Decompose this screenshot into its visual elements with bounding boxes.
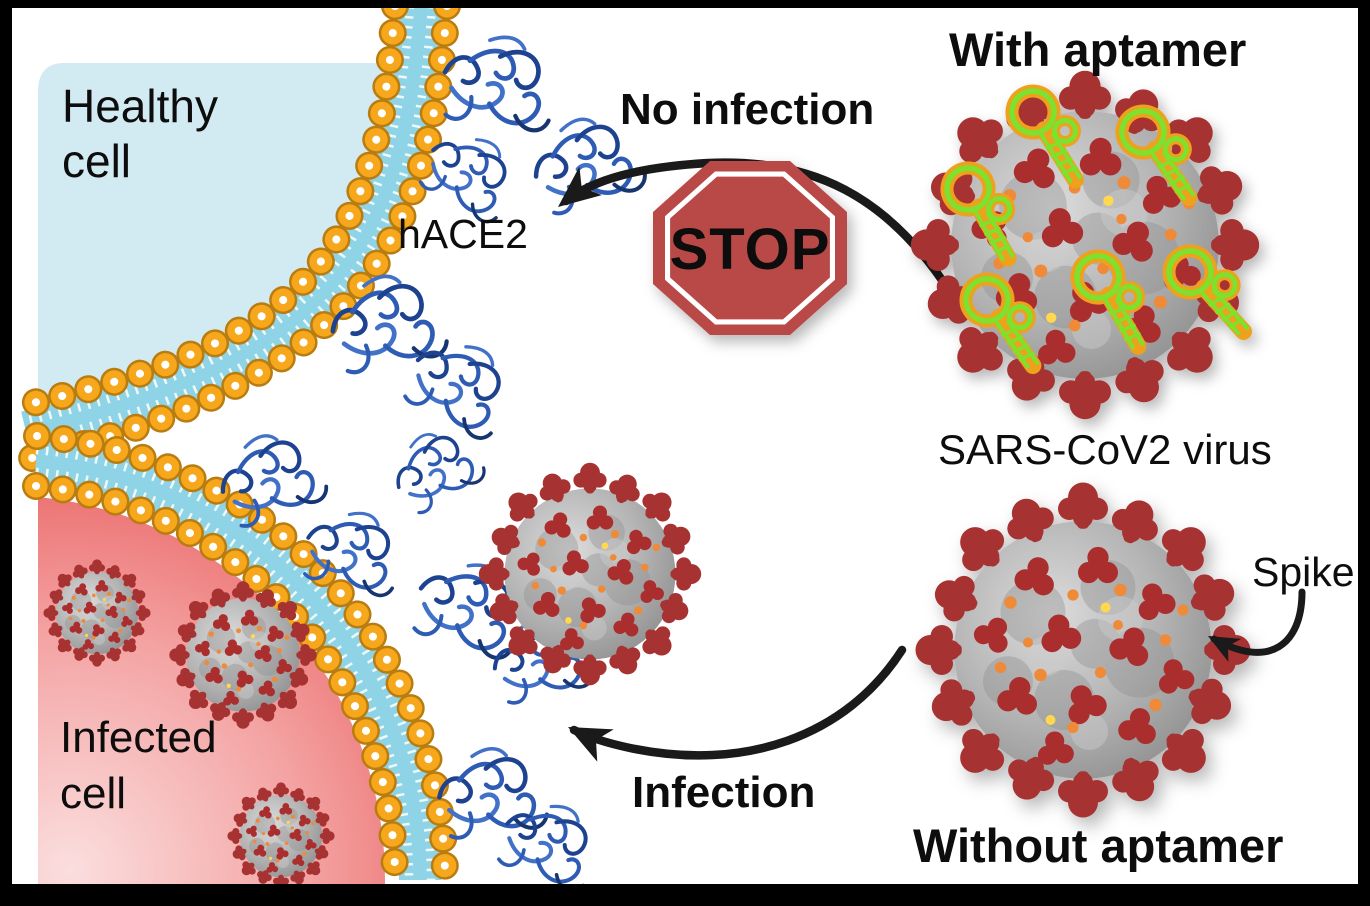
infection-arrow [560, 645, 907, 762]
spike-label: Spike [1252, 549, 1355, 595]
virion-in-cell [227, 782, 334, 889]
healthy-cell-region [30, 63, 392, 406]
lipid-tails [35, 467, 414, 881]
infected-cell-label-line1: Infected [60, 713, 217, 762]
stop-sign-icon: STOP [653, 161, 847, 335]
membrane-core [21, 8, 442, 453]
lipid-bead-row-outer [14, 8, 461, 473]
lipid-bead-row-outer [23, 422, 460, 884]
without-aptamer-label: Without aptamer [913, 819, 1283, 872]
lipid-bead-row-inner [12, 8, 409, 419]
healthy-cell-label-line2: cell [62, 135, 131, 187]
stop-sign-text: STOP [670, 217, 831, 282]
virus-icon [911, 71, 1259, 419]
healthy-cell-body [30, 63, 392, 406]
virion-in-cell [169, 581, 316, 728]
infection-label: Infection [632, 768, 815, 817]
infected-cell-label-line2: cell [60, 769, 126, 818]
sars-cov2-virus-label: SARS-CoV2 virus [938, 426, 1272, 473]
virion-binding-receptor [479, 463, 701, 685]
lipid-tails [35, 445, 436, 881]
lipid-tails [24, 8, 415, 426]
cell-membrane-healthy [12, 8, 461, 473]
virion-in-cell [43, 559, 150, 666]
stop-sign-ring [664, 171, 836, 325]
healthy-cell-label-line1: Healthy [62, 80, 218, 132]
stop-sign-octagon [653, 161, 847, 335]
spike-arrow [1201, 588, 1306, 662]
hace2-label: hACE2 [398, 211, 528, 257]
membrane-core [34, 440, 442, 881]
with-aptamer-label: With aptamer [949, 23, 1246, 76]
no-infection-label: No infection [620, 85, 874, 134]
virus-without-aptamer [916, 483, 1251, 818]
